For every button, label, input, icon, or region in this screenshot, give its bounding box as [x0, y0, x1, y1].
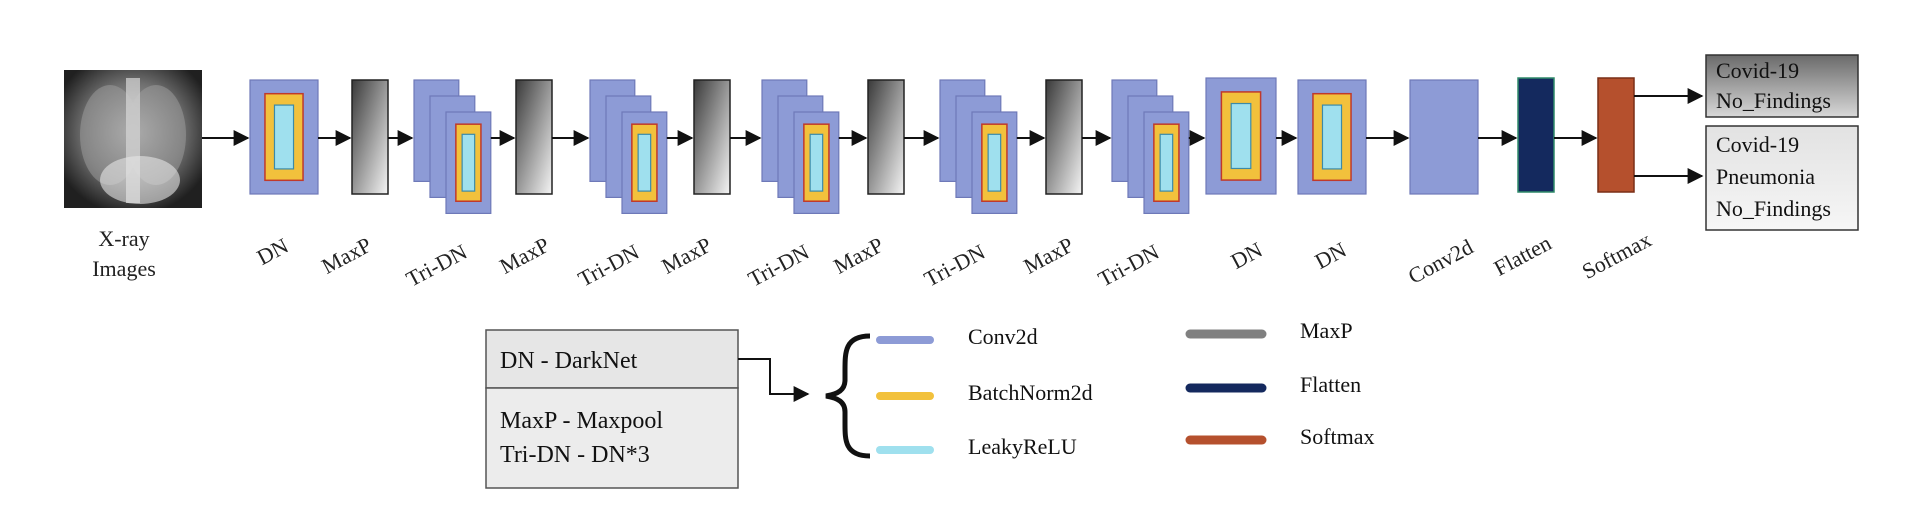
pipeline-labels: DN MaxP Tri-DN MaxP Tri-DN MaxP Tri-DN MaxP Tri-… — [253, 227, 1656, 292]
legend-label-softmax: Softmax — [1300, 424, 1375, 449]
block-14-conv2d-label: Conv2d — [1404, 234, 1477, 289]
legend-label-conv2d: Conv2d — [968, 324, 1038, 349]
block-12-dn — [1205, 77, 1277, 195]
block-3-tri-dn — [413, 79, 492, 215]
block-12-dn-leakyrelu-layer — [1230, 102, 1252, 170]
block-1-dn — [249, 79, 319, 195]
block-9-tri-dn-label: Tri-DN — [920, 239, 989, 292]
block-7-tri-dn-label: Tri-DN — [744, 239, 813, 292]
block-6-maxp-label: MaxP — [657, 232, 715, 279]
block-14-conv2d-box — [1409, 79, 1479, 195]
legend-layers: MaxP Flatten Softmax — [1185, 318, 1375, 449]
block-4-maxp-label: MaxP — [495, 232, 553, 279]
abbr-maxp: MaxP - Maxpool — [500, 408, 663, 434]
block-8-maxp-label: MaxP — [829, 232, 887, 279]
xray-label-line2: Images — [92, 256, 156, 281]
output-binary-class-2: No_Findings — [1716, 88, 1831, 113]
output-multi-class-3: No_Findings — [1716, 196, 1831, 221]
output-multi-class-2: Pneumonia — [1716, 164, 1815, 189]
block-5-tri-dn — [589, 79, 668, 215]
legend-label-maxp: MaxP — [1300, 318, 1353, 343]
dn-expansion-arrow — [738, 358, 810, 402]
abbreviation-box: DN - DarkNet MaxP - Maxpool Tri-DN - DN*… — [485, 329, 739, 489]
block-13-dn-leakyrelu-layer — [1321, 104, 1343, 170]
block-4-maxp — [515, 79, 553, 195]
block-11-tri-dn — [1111, 79, 1190, 215]
block-10-maxp-label: MaxP — [1019, 232, 1077, 279]
block-6-maxp — [693, 79, 731, 195]
block-16-softmax-label: Softmax — [1578, 227, 1656, 284]
block-6-maxp-box — [693, 79, 731, 195]
block-2-maxp — [351, 79, 389, 195]
legend-label-flatten: Flatten — [1300, 372, 1361, 397]
block-5-tri-dn-front-leakyrelu-layer — [637, 133, 652, 192]
block-9-tri-dn — [939, 79, 1018, 215]
block-4-maxp-box — [515, 79, 553, 195]
block-16-softmax — [1597, 77, 1635, 193]
pipeline-blocks — [249, 77, 1635, 215]
xray-label-line1: X-ray — [98, 226, 149, 251]
output-binary-class-1: Covid-19 — [1716, 58, 1799, 83]
block-3-tri-dn-label: Tri-DN — [402, 239, 471, 292]
output-multiclass-box: Covid-19 Pneumonia No_Findings — [1705, 125, 1859, 231]
block-15-flatten — [1517, 77, 1555, 193]
legend-label-batchnorm: BatchNorm2d — [968, 380, 1093, 405]
block-1-dn-label: DN — [253, 233, 293, 270]
block-2-maxp-label: MaxP — [317, 232, 375, 279]
legend-label-leakyrelu: LeakyReLU — [968, 434, 1077, 459]
output-binary-box: Covid-19 No_Findings — [1705, 54, 1859, 118]
block-12-dn-label: DN — [1227, 237, 1267, 274]
block-14-conv2d — [1409, 79, 1479, 195]
softmax-branch-arrows — [1634, 88, 1704, 184]
block-3-tri-dn-front-leakyrelu-layer — [461, 133, 476, 192]
block-15-flatten-box — [1517, 77, 1555, 193]
block-11-tri-dn-front-leakyrelu-layer — [1159, 133, 1174, 192]
block-10-maxp — [1045, 79, 1083, 195]
block-7-tri-dn-front-leakyrelu-layer — [809, 133, 824, 192]
block-1-dn-leakyrelu-layer — [273, 104, 295, 170]
output-multi-class-1: Covid-19 — [1716, 132, 1799, 157]
block-13-dn-label: DN — [1311, 237, 1351, 274]
block-10-maxp-box — [1045, 79, 1083, 195]
block-8-maxp-box — [867, 79, 905, 195]
block-9-tri-dn-front-leakyrelu-layer — [987, 133, 1002, 192]
block-8-maxp — [867, 79, 905, 195]
block-15-flatten-label: Flatten — [1490, 230, 1556, 281]
abbr-tridn: Tri-DN - DN*3 — [500, 442, 650, 468]
block-13-dn — [1297, 79, 1367, 195]
block-16-softmax-box — [1597, 77, 1635, 193]
block-11-tri-dn-label: Tri-DN — [1094, 239, 1163, 292]
legend-dn-components: Conv2d BatchNorm2d LeakyReLU — [876, 324, 1093, 459]
abbr-dn: DN - DarkNet — [500, 348, 638, 374]
xray-image — [64, 70, 202, 208]
legend-brace — [825, 333, 871, 459]
block-7-tri-dn — [761, 79, 840, 215]
block-5-tri-dn-label: Tri-DN — [574, 239, 643, 292]
block-2-maxp-box — [351, 79, 389, 195]
